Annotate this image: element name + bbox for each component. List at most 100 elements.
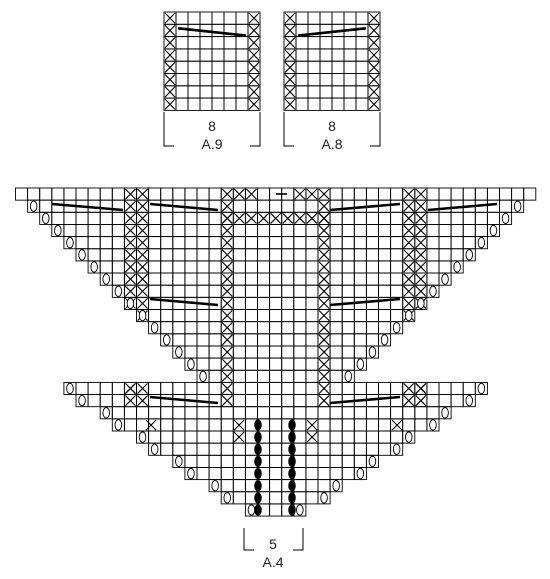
grid-cell: [293, 309, 307, 323]
open-oval-symbol: [66, 237, 74, 249]
grid-cell: [220, 479, 234, 493]
cross-line: [125, 237, 136, 249]
grid-cell: [355, 48, 369, 62]
grid-cell: [257, 321, 271, 335]
grid-cell: [172, 284, 186, 298]
grid-cell: [75, 223, 89, 238]
grid-cell: [160, 187, 174, 201]
grid-cell: [305, 272, 319, 286]
open-oval-symbol: [126, 297, 135, 310]
grid-cell: [317, 491, 331, 505]
grid-cell: [184, 442, 198, 456]
cross-line: [368, 86, 380, 98]
grid-cell: [235, 60, 249, 74]
open-oval-symbol: [513, 200, 522, 212]
cross-symbol: [368, 61, 380, 73]
cross-symbol: [125, 383, 136, 394]
grid-cell: [353, 454, 367, 468]
grid-cell: [148, 199, 162, 213]
grid-cell: [123, 418, 137, 432]
grid-cell: [319, 23, 333, 38]
cross-line: [164, 98, 176, 110]
cross-line: [125, 285, 136, 297]
grid-cell: [87, 248, 101, 262]
cross-line: [294, 188, 306, 200]
grid-cell: [172, 442, 186, 456]
grid-cell: [353, 187, 367, 201]
grid-cell: [317, 479, 331, 493]
grid-cell: [329, 369, 343, 383]
cross-line: [270, 212, 282, 224]
grid-cell: [269, 296, 283, 310]
grid-cell: [365, 187, 379, 201]
grid-cell: [111, 248, 125, 262]
grid-cell: [474, 187, 488, 201]
cross-line: [125, 261, 136, 273]
open-oval-symbol: [187, 467, 195, 480]
grid-cell: [63, 211, 77, 225]
grid-cell: [244, 381, 258, 395]
grid-cell: [244, 357, 258, 371]
cross-symbol: [318, 225, 330, 236]
grid-cell: [295, 11, 309, 25]
grid-cell: [293, 406, 307, 420]
grid-cell: [293, 369, 307, 383]
grid-cell: [317, 418, 331, 432]
grid-cell: [160, 284, 174, 298]
grid-cell: [305, 321, 319, 335]
grid-cell: [223, 11, 237, 25]
grid-cell: [414, 406, 428, 420]
grid-cell: [175, 11, 189, 25]
grid-cell: [196, 418, 210, 432]
grid-cell: [281, 223, 295, 238]
grid-cell: [235, 48, 249, 62]
grid-cell: [353, 272, 367, 286]
grid-cell: [281, 321, 295, 335]
open-oval-symbol: [29, 200, 38, 212]
cross-symbol: [233, 212, 245, 224]
cross-symbol: [221, 285, 233, 297]
cross-line: [284, 98, 296, 110]
grid-cell: [353, 430, 367, 444]
grid-cell: [305, 248, 319, 262]
grid-cell: [172, 333, 186, 347]
grid-cell: [331, 60, 345, 74]
grid-cell: [208, 418, 222, 432]
grid-cell: [426, 187, 440, 201]
grid-cell: [235, 73, 249, 87]
grid-cell: [305, 479, 319, 493]
grid-cell: [196, 321, 210, 335]
cross-line: [415, 249, 427, 261]
grid-cell: [329, 236, 343, 250]
cross-line: [415, 395, 427, 407]
grid-cell: [223, 48, 237, 62]
grid-cell: [220, 406, 234, 420]
cross-symbol: [284, 98, 296, 110]
grid-cell: [390, 284, 404, 298]
grid-cell: [450, 248, 464, 262]
filled-oval-symbol: [254, 455, 262, 468]
cross-symbol: [415, 237, 427, 249]
grid-cell: [355, 11, 369, 25]
grid-cell: [426, 260, 440, 274]
cross-line: [391, 419, 403, 431]
grid-cell: [160, 406, 174, 420]
grid-cell: [343, 73, 357, 87]
cross-line: [318, 297, 330, 309]
grid-cell: [199, 97, 213, 111]
grid-cell: [390, 187, 404, 201]
open-oval-symbol: [417, 297, 425, 310]
grid-cell: [196, 211, 210, 225]
diagonal-bar-symbol: [329, 395, 401, 405]
grid-cell: [343, 48, 357, 62]
grid-cell: [307, 97, 321, 111]
grid-cell: [341, 333, 355, 347]
grid-cell: [390, 260, 404, 274]
grid-cell: [474, 223, 488, 238]
open-oval-symbol: [90, 261, 98, 273]
grid-cell: [196, 223, 210, 238]
cross-line: [318, 285, 330, 297]
grid-cell: [438, 394, 452, 408]
cross-line: [145, 419, 157, 431]
grid-cell: [307, 85, 321, 99]
